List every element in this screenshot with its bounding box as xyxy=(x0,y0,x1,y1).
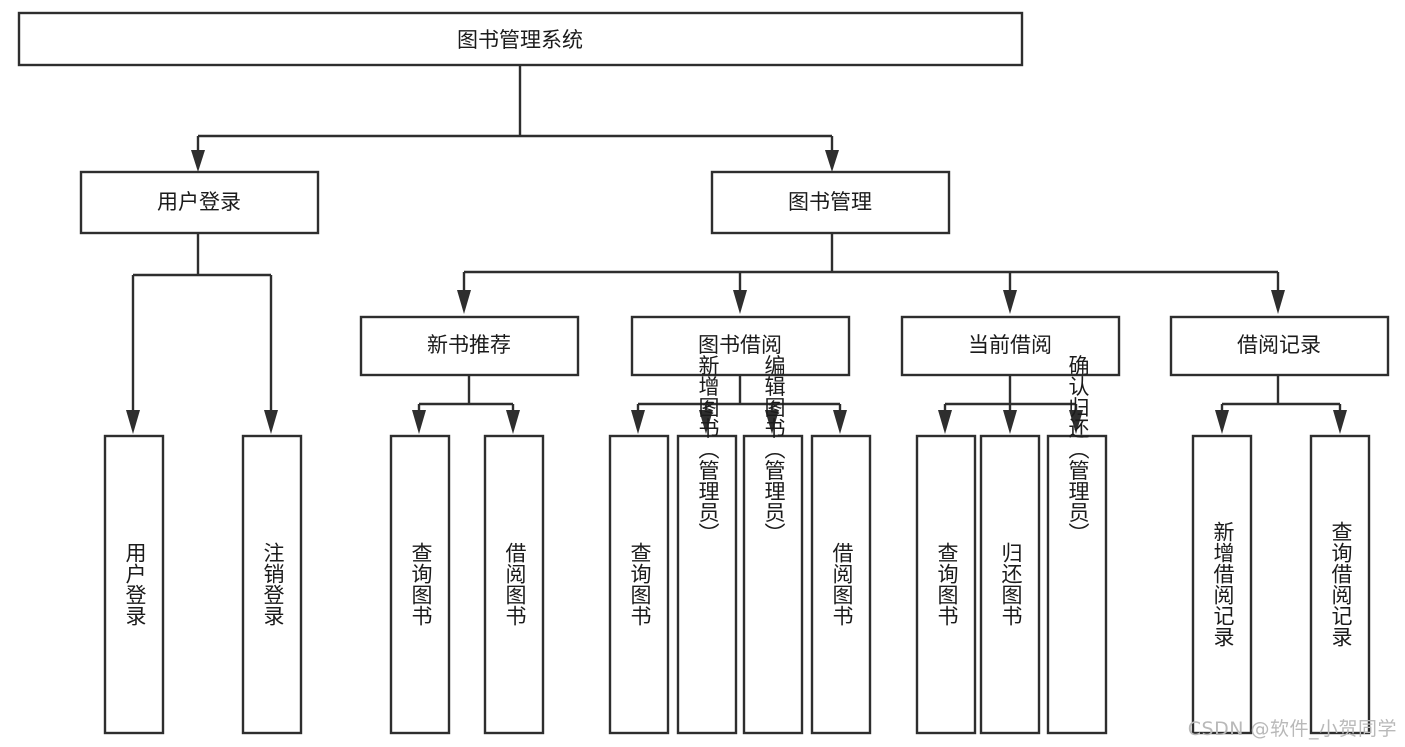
connector-group xyxy=(126,65,1347,434)
arrowhead-borrow-query xyxy=(631,410,645,434)
leaf-records-query-record-box[interactable] xyxy=(1309,434,1371,735)
node-user-login[interactable]: 用户登录 xyxy=(79,170,320,235)
leaf-recommend-query-book-box[interactable] xyxy=(389,434,451,735)
leaf-borrow-edit-book[interactable]: 编辑图书（管理员） xyxy=(742,355,804,735)
leaf-recommend-query-book[interactable]: 查询图书 xyxy=(389,434,451,735)
leaf-user-login-login-box[interactable] xyxy=(103,434,165,735)
arrowhead-current-return xyxy=(1003,410,1017,434)
arrowhead-records-add xyxy=(1215,410,1229,434)
leaf-current-return-book-box[interactable] xyxy=(979,434,1041,735)
arrowhead-new-book-recommend xyxy=(457,290,471,314)
arrowhead-current-confirm xyxy=(1069,410,1083,434)
node-borrow-records-label: 借阅记录 xyxy=(1237,333,1321,357)
leaf-borrow-edit-book-label: 编辑图书（管理员） xyxy=(762,355,786,544)
node-book-borrow-label: 图书借阅 xyxy=(698,333,782,357)
leaf-records-add-record[interactable]: 新增借阅记录 xyxy=(1191,434,1253,735)
leaf-borrow-query-book-box[interactable] xyxy=(608,434,670,735)
leaf-borrow-query-book[interactable]: 查询图书 xyxy=(608,434,670,735)
leaf-user-login-logout-label: 注销登录 xyxy=(261,542,285,626)
arrowhead-current-borrow xyxy=(1003,290,1017,314)
arrowhead-recommend-query xyxy=(412,410,426,434)
node-book-borrow-box[interactable] xyxy=(630,315,851,377)
leaf-records-add-record-label: 新增借阅记录 xyxy=(1211,521,1235,647)
node-current-borrow-box[interactable] xyxy=(900,315,1121,377)
leaf-borrow-lend-book-box[interactable] xyxy=(810,434,872,735)
leaf-current-return-book-label: 归还图书 xyxy=(999,542,1023,626)
leaf-borrow-add-book[interactable]: 新增图书（管理员） xyxy=(676,355,738,735)
arrowhead-current-query xyxy=(938,410,952,434)
arrowhead-user-login xyxy=(191,150,205,172)
arrowhead-records-query xyxy=(1333,410,1347,434)
node-book-management[interactable]: 图书管理 xyxy=(710,170,951,235)
arrowhead-recommend-borrow xyxy=(506,410,520,434)
node-root-box[interactable] xyxy=(17,11,1024,67)
leaf-borrow-edit-book-box[interactable] xyxy=(742,434,804,735)
leaf-user-login-login[interactable]: 用户登录 xyxy=(103,434,165,735)
node-current-borrow[interactable]: 当前借阅 xyxy=(900,315,1121,377)
arrowhead-book-borrow xyxy=(733,290,747,314)
node-borrow-records[interactable]: 借阅记录 xyxy=(1169,315,1390,377)
node-new-book-recommend[interactable]: 新书推荐 xyxy=(359,315,580,377)
leaf-user-login-login-label: 用户登录 xyxy=(123,542,147,626)
node-current-borrow-label: 当前借阅 xyxy=(968,333,1052,357)
node-new-book-recommend-label: 新书推荐 xyxy=(427,333,511,357)
arrowhead-leaf-user-login xyxy=(126,410,140,434)
leaf-user-login-logout-box[interactable] xyxy=(241,434,303,735)
node-user-login-label: 用户登录 xyxy=(157,190,241,214)
leaf-records-query-record-label: 查询借阅记录 xyxy=(1329,521,1353,647)
leaf-current-return-book[interactable]: 归还图书 xyxy=(979,434,1041,735)
arrowhead-book-mgmt xyxy=(825,150,839,172)
node-root[interactable]: 图书管理系统 xyxy=(17,11,1024,67)
leaf-current-query-book[interactable]: 查询图书 xyxy=(915,434,977,735)
node-book-borrow[interactable]: 图书借阅 xyxy=(630,315,851,377)
leaf-borrow-lend-book-label: 借阅图书 xyxy=(830,542,854,626)
arrowhead-borrow-records xyxy=(1271,290,1285,314)
connector-root-to-level2 xyxy=(196,65,832,158)
arrowhead-borrow-add xyxy=(699,410,713,434)
connector-records-bus xyxy=(1220,375,1340,418)
node-book-management-box[interactable] xyxy=(710,170,951,235)
leaf-current-query-book-label: 查询图书 xyxy=(935,542,959,626)
csdn-watermark: CSDN @软件_小贺同学 xyxy=(1187,718,1397,740)
leaf-recommend-borrow-book-box[interactable] xyxy=(483,434,545,735)
connector-bookmgmt-bus xyxy=(462,233,1278,296)
node-book-management-label: 图书管理 xyxy=(788,190,872,214)
leaf-borrow-add-book-label: 新增图书（管理员） xyxy=(696,355,720,544)
leaf-borrow-lend-book[interactable]: 借阅图书 xyxy=(810,434,872,735)
node-root-label: 图书管理系统 xyxy=(457,28,583,52)
leaf-records-query-record[interactable]: 查询借阅记录 xyxy=(1309,434,1371,735)
node-user-login-box[interactable] xyxy=(79,170,320,235)
arrowhead-borrow-lend xyxy=(833,410,847,434)
node-new-book-recommend-box[interactable] xyxy=(359,315,580,377)
connector-userlogin-bus xyxy=(131,233,271,416)
arrowhead-leaf-logout xyxy=(264,410,278,434)
leaf-current-confirm-return-box[interactable] xyxy=(1046,434,1108,735)
connector-borrow-bus xyxy=(636,375,840,418)
leaf-current-confirm-return[interactable]: 确认归还（管理员） xyxy=(1046,355,1108,735)
arrowhead-borrow-edit xyxy=(765,410,779,434)
connector-recommend-bus xyxy=(417,375,513,418)
node-borrow-records-box[interactable] xyxy=(1169,315,1390,377)
leaf-recommend-borrow-book[interactable]: 借阅图书 xyxy=(483,434,545,735)
leaf-user-login-logout[interactable]: 注销登录 xyxy=(241,434,303,735)
leaf-recommend-borrow-book-label: 借阅图书 xyxy=(503,542,527,626)
leaf-current-confirm-return-label: 确认归还（管理员） xyxy=(1066,355,1090,544)
leaf-recommend-query-book-label: 查询图书 xyxy=(409,542,433,626)
leaf-borrow-query-book-label: 查询图书 xyxy=(628,542,652,626)
leaf-records-add-record-box[interactable] xyxy=(1191,434,1253,735)
leaf-borrow-add-book-box[interactable] xyxy=(676,434,738,735)
leaf-current-query-book-box[interactable] xyxy=(915,434,977,735)
